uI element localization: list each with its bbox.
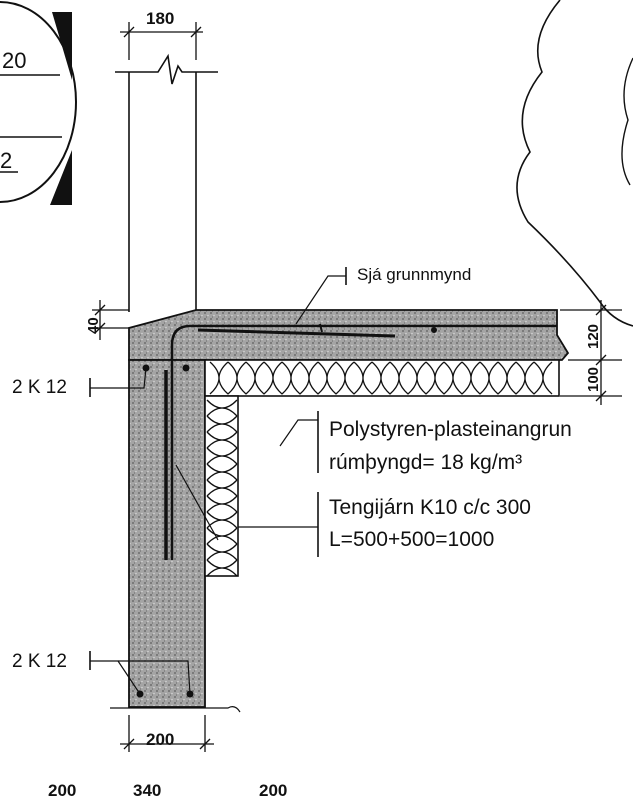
slab-top-bar: [170, 324, 557, 560]
dim-wall-bottom-label: 200: [146, 730, 175, 749]
dim-slab-label: 120: [585, 323, 602, 349]
detail-circle-wedge-bottom: [50, 150, 72, 205]
detail-circle-arc: [0, 1, 77, 203]
revision-cloud: [516, 0, 633, 327]
dim-right: [560, 300, 622, 405]
slab-insulation: [204, 359, 560, 397]
rebar-dot: [182, 364, 190, 372]
insulation-label-line1: Polystyren-plasteinangrun: [329, 418, 572, 441]
break-line: [115, 53, 218, 85]
bottom-dim-2: 340: [133, 781, 162, 800]
dim-step: [92, 300, 129, 340]
insulation-label-line2: rúmþyngd= 18 kg/m³: [329, 451, 523, 474]
leaders: [90, 275, 346, 695]
ground-line: [110, 706, 241, 713]
bottom-dim-1: 200: [48, 781, 77, 800]
plan-reference-label: Sjá grunnmynd: [357, 265, 472, 284]
slab-bottom-bar: [197, 328, 396, 338]
wall-insulation: [204, 395, 239, 577]
detail-circle-lower-label: 2: [0, 148, 13, 173]
revision-cloud-inner: [621, 57, 633, 186]
dim-step-label: 40: [85, 317, 102, 334]
rebar-top-label: 2 K 12: [12, 377, 67, 398]
slab-bar-marker: [319, 323, 323, 333]
tie-bar-leader: [175, 464, 219, 541]
bottom-dim-3: 200: [259, 781, 288, 800]
dim-wall-top: [120, 22, 203, 60]
upper-wall: [115, 53, 218, 312]
dim-wall-top-label: 180: [146, 9, 175, 28]
dim-insulation-label: 100: [585, 366, 602, 392]
leader-insulation: [279, 419, 318, 447]
tie-bars-label-line1: Tengijárn K10 c/c 300: [329, 496, 531, 519]
tie-bars-label-line2: L=500+500=1000: [329, 528, 495, 551]
detail-circle-upper-label: 20: [2, 48, 27, 73]
leader-sja: [295, 275, 346, 325]
rebar-dot: [431, 327, 437, 333]
dim-wall-bottom: [120, 715, 214, 752]
ticks: [89, 267, 347, 670]
leader-rebar-top: [90, 367, 147, 389]
detail-circle: [0, 1, 77, 205]
rebar-bottom-label: 2 K 12: [12, 651, 67, 672]
